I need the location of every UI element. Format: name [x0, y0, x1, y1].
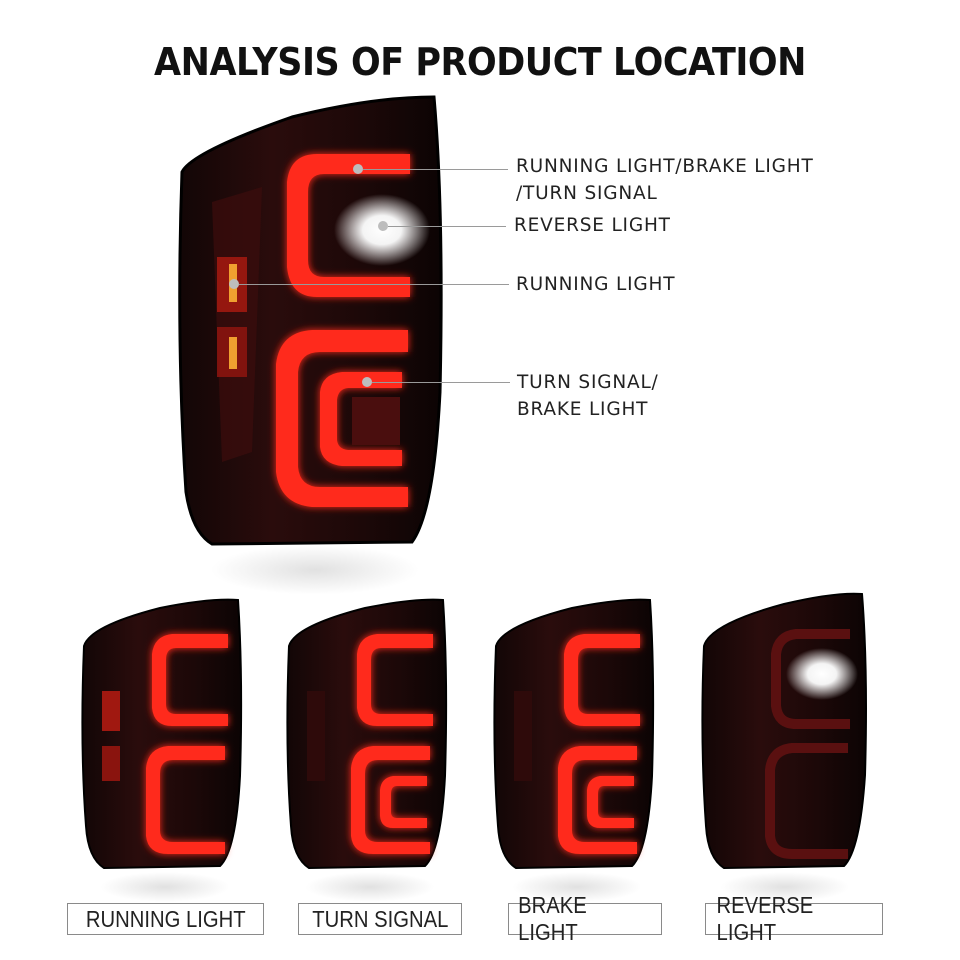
callout-line-4	[372, 382, 510, 383]
callout-dot-3	[229, 279, 239, 289]
lamp-reverse-light	[701, 592, 867, 870]
callout-dot-4	[362, 377, 372, 387]
caption-text: TURN SIGNAL	[311, 905, 449, 932]
caption-text: RUNNING LIGHT	[85, 905, 246, 932]
callout-dot-2	[378, 221, 388, 231]
callout-dot-1	[353, 164, 363, 174]
lamp-turn-signal	[286, 598, 448, 870]
main-lamp-reflection	[210, 545, 420, 595]
caption-text: REVERSE LIGHT	[716, 892, 814, 945]
callout-label-running: RUNNING LIGHT	[516, 274, 676, 295]
lamp-reflection-2	[305, 872, 435, 902]
lamp-reflection-3	[512, 872, 642, 902]
caption-text: BRAKE LIGHT	[518, 892, 587, 945]
caption-brake-light: BRAKE LIGHT	[508, 892, 662, 945]
lamp-reflection-4	[720, 872, 850, 902]
caption-running-light: RUNNING LIGHT	[67, 903, 264, 935]
caption-reverse-light: REVERSE LIGHT	[705, 892, 883, 945]
caption-turn-signal: TURN SIGNAL	[298, 903, 462, 935]
lamp-brake-light	[493, 598, 655, 870]
callout-line-2	[388, 226, 506, 227]
callout-line-1	[363, 169, 508, 170]
page-title: ANALYSIS OF PRODUCT LOCATION	[154, 40, 806, 84]
callout-label-lower-c: TURN SIGNAL/ BRAKE LIGHT	[517, 372, 659, 420]
lamp-running-light	[81, 598, 243, 870]
callout-label-upper-c: RUNNING LIGHT/BRAKE LIGHT /TURN SIGNAL	[516, 156, 814, 204]
main-tail-lamp-image	[178, 95, 443, 546]
callout-label-reverse: REVERSE LIGHT	[514, 215, 671, 236]
callout-line-3	[239, 284, 509, 285]
lamp-reflection-1	[100, 872, 230, 902]
